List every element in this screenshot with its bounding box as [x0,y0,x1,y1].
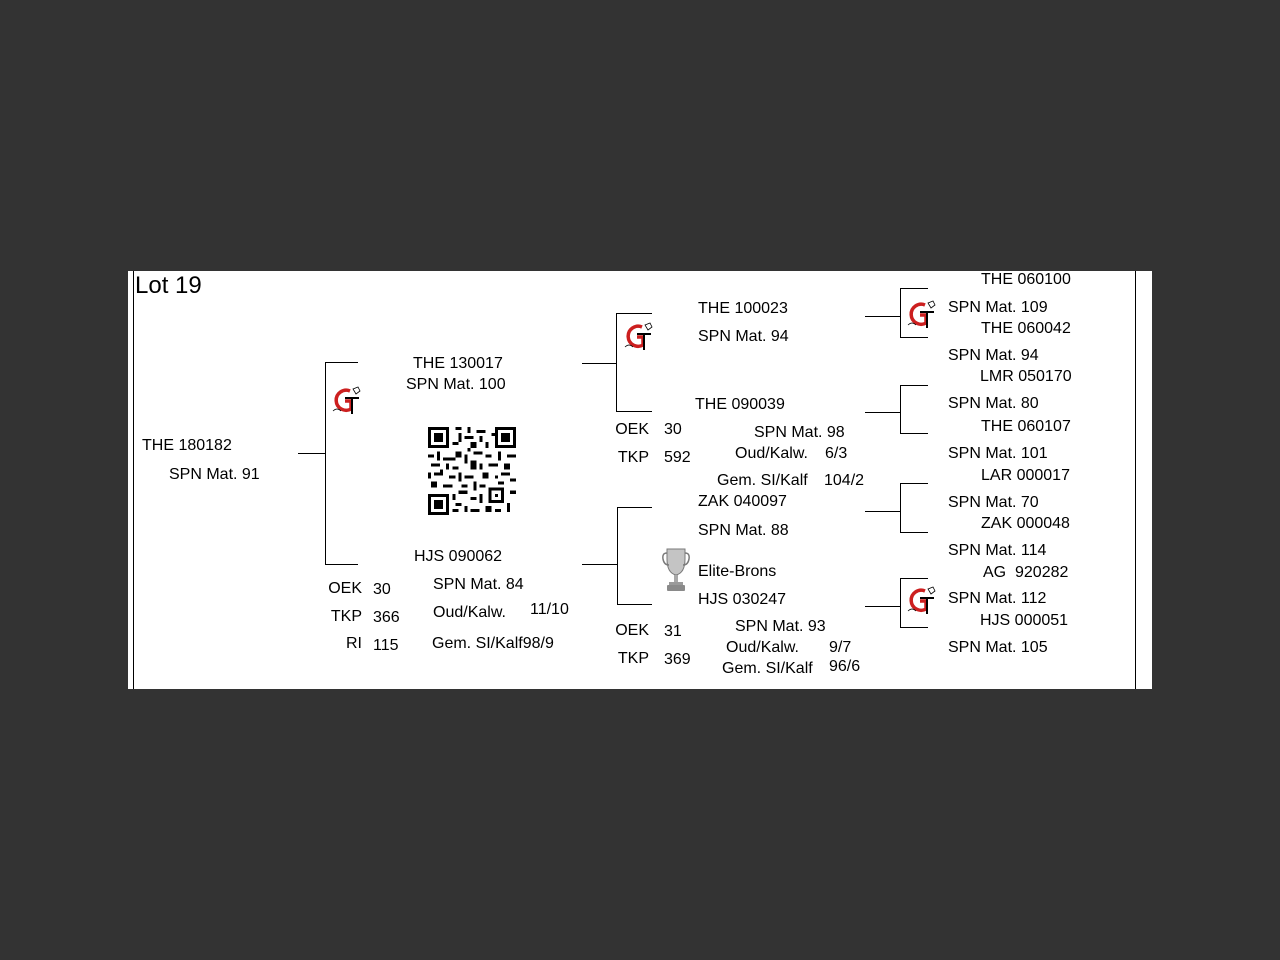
sire-sire-id: THE 100023 [698,300,788,317]
lot-title: Lot 19 [135,272,202,299]
sire-dam-id: THE 090039 [695,396,785,413]
ggp-spn: SPN Mat. 112 [948,590,1047,607]
ggp-id: LAR 000017 [981,467,1070,484]
sire-dam-stat-value: 30 [664,421,682,438]
dam-dam-spn: SPN Mat. 93 [735,618,826,635]
connector-line [617,507,652,508]
gt-logo-icon [332,386,361,414]
sire-dam-gem-label: Gem. SI/Kalf [717,472,808,489]
dam-oud-value: 11/10 [530,601,569,618]
pedigree-sheet: Lot 19 THE 180182 SPN Mat. 91 THE 130017… [128,271,1152,689]
dam-dam-gem-label: Gem. SI/Kalf [722,660,813,677]
connector-line [900,532,928,533]
connector-line [325,564,358,565]
connector-line [865,412,900,413]
connector-line [616,313,617,412]
connector-line [900,483,901,533]
connector-line [900,337,928,338]
dam-stat-value: 30 [373,581,391,598]
sire-dam-oud-label: Oud/Kalw. [735,445,808,462]
connector-line [900,578,901,628]
sire-dam-spn: SPN Mat. 98 [754,424,845,441]
gt-logo-icon [907,586,936,614]
sire-dam-stat-label: OEK [615,421,649,438]
dam-stat-value: 366 [373,609,400,626]
connector-line [900,288,901,338]
dam-dam-stat-label: TKP [617,650,649,667]
connector-line [900,483,928,484]
dam-stat-label: TKP [330,608,362,625]
gt-logo-icon [907,300,936,328]
dam-spn: SPN Mat. 84 [433,576,524,593]
gt-logo-icon [624,322,653,350]
connector-line [865,511,900,512]
connector-line [900,627,928,628]
connector-line [616,411,652,412]
connector-line [298,453,325,454]
connector-line [900,385,901,434]
sire-spn: SPN Mat. 100 [406,376,506,393]
dam-oud-label: Oud/Kalw. [433,604,506,621]
animal-id: THE 180182 [142,437,232,454]
dam-dam-award: Elite-Brons [698,563,777,580]
ggp-spn: SPN Mat. 114 [948,542,1047,559]
dam-dam-gem-value: 96/6 [829,658,861,675]
ggp-spn: SPN Mat. 94 [948,347,1039,364]
sire-id: THE 130017 [413,355,503,372]
dam-sire-spn: SPN Mat. 88 [698,522,789,539]
ggp-spn: SPN Mat. 70 [948,494,1039,511]
connector-line [582,564,617,565]
dam-gem: Gem. SI/Kalf98/9 [432,635,554,652]
dam-sire-id: ZAK 040097 [698,493,787,510]
connector-line [325,362,358,363]
trophy-icon [662,548,690,591]
dam-dam-stat-value: 31 [664,623,682,640]
dam-dam-oud-value: 9/7 [829,639,852,656]
ggp-id: LMR 050170 [980,368,1072,385]
connector-line [616,313,652,314]
ggp-id: AG 920282 [983,564,1069,581]
connector-line [900,385,928,386]
dam-stat-label: RI [346,635,362,652]
dam-dam-id: HJS 030247 [698,591,787,608]
right-border [1135,271,1136,689]
sire-dam-stat-label: TKP [617,449,649,466]
connector-line [582,363,616,364]
dam-dam-stat-label: OEK [615,622,649,639]
connector-line [617,604,652,605]
ggp-spn: SPN Mat. 105 [948,639,1048,656]
left-frame [128,271,134,689]
sire-dam-gem-value: 104/2 [824,472,865,489]
dam-dam-oud-label: Oud/Kalw. [726,639,799,656]
ggp-id: THE 060100 [981,271,1071,288]
animal-spn: SPN Mat. 91 [169,466,260,483]
ggp-spn: SPN Mat. 80 [948,395,1039,412]
ggp-spn: SPN Mat. 109 [948,299,1048,316]
connector-line [865,606,900,607]
ggp-id: THE 060042 [981,320,1071,337]
connector-line [900,433,928,434]
dam-stat-label: OEK [328,580,362,597]
connector-line [900,288,928,289]
ggp-id: ZAK 000048 [981,515,1070,532]
connector-line [617,507,618,605]
sire-sire-spn: SPN Mat. 94 [698,328,789,345]
ggp-id: HJS 000051 [980,612,1069,629]
sire-dam-oud-value: 6/3 [825,445,848,462]
ggp-id: THE 060107 [981,418,1071,435]
ggp-spn: SPN Mat. 101 [948,445,1048,462]
qr-code-icon [428,427,516,515]
connector-line [900,578,928,579]
dam-id: HJS 090062 [414,548,503,565]
sire-dam-stat-value: 592 [664,449,691,466]
connector-line [325,362,326,565]
connector-line [865,316,900,317]
dam-dam-stat-value: 369 [664,651,691,668]
dam-stat-value: 115 [373,637,399,654]
